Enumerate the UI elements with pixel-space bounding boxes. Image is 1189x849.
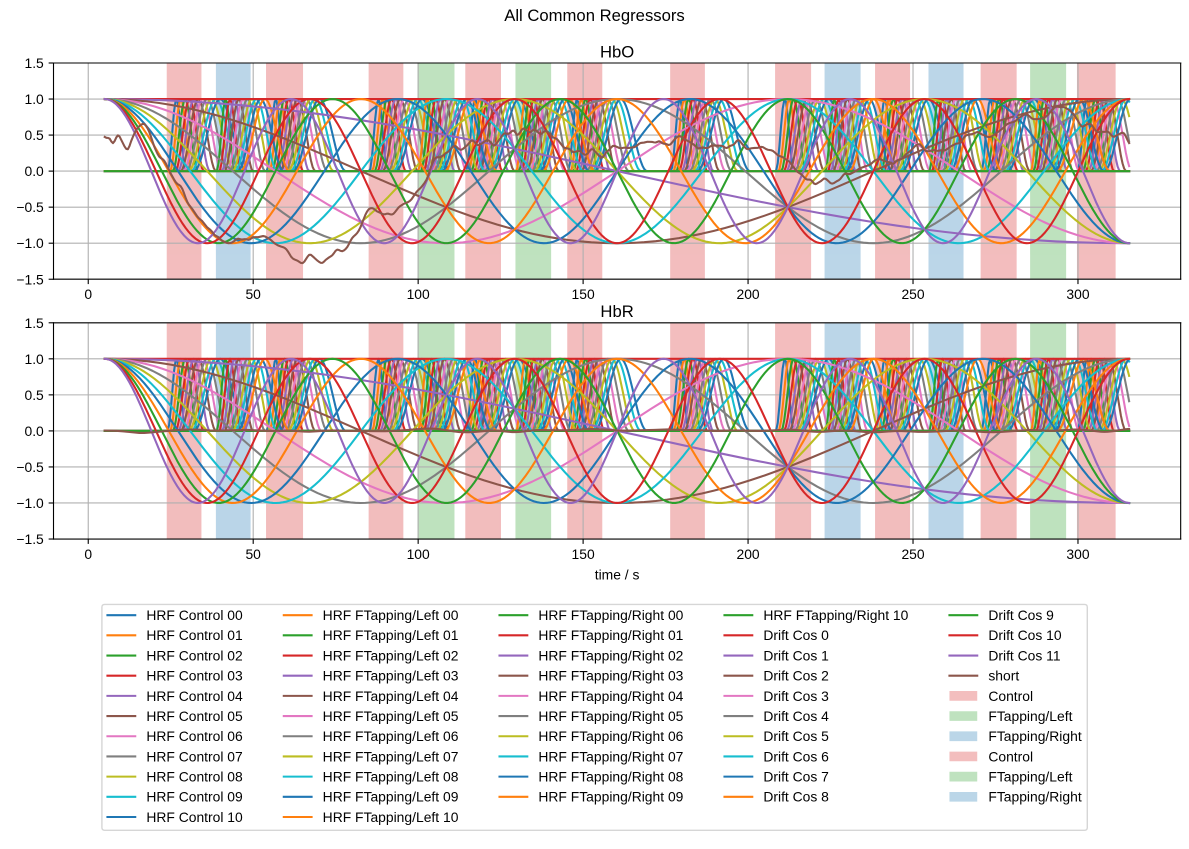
svg-text:HRF FTapping/Left 06: HRF FTapping/Left 06: [323, 728, 459, 744]
svg-text:Control: Control: [988, 688, 1033, 704]
svg-text:HRF FTapping/Left 07: HRF FTapping/Left 07: [323, 748, 459, 764]
svg-text:0.0: 0.0: [24, 163, 44, 179]
svg-text:Drift Cos 7: Drift Cos 7: [763, 768, 829, 784]
svg-text:HRF Control 04: HRF Control 04: [146, 688, 243, 704]
svg-text:HRF Control 01: HRF Control 01: [146, 627, 243, 643]
svg-text:FTapping/Right: FTapping/Right: [988, 789, 1081, 805]
svg-text:HRF Control 09: HRF Control 09: [146, 789, 243, 805]
svg-text:50: 50: [245, 546, 261, 562]
svg-text:50: 50: [245, 286, 261, 302]
svg-text:−1.5: −1.5: [16, 531, 44, 547]
svg-text:−0.5: −0.5: [16, 199, 44, 215]
svg-text:HRF FTapping/Right 04: HRF FTapping/Right 04: [538, 688, 683, 704]
svg-text:HRF Control 03: HRF Control 03: [146, 668, 243, 684]
svg-text:HRF Control 07: HRF Control 07: [146, 748, 243, 764]
svg-text:HRF Control 02: HRF Control 02: [146, 647, 243, 663]
svg-text:FTapping/Left: FTapping/Left: [988, 768, 1072, 784]
svg-text:HRF FTapping/Right 06: HRF FTapping/Right 06: [538, 728, 683, 744]
svg-text:−1.0: −1.0: [16, 495, 44, 511]
svg-text:300: 300: [1066, 546, 1089, 562]
svg-text:Drift Cos 4: Drift Cos 4: [763, 708, 829, 724]
svg-text:HRF FTapping/Left 04: HRF FTapping/Left 04: [323, 688, 459, 704]
svg-text:HRF FTapping/Right 09: HRF FTapping/Right 09: [538, 789, 683, 805]
svg-text:HRF Control 00: HRF Control 00: [146, 607, 243, 623]
svg-text:HRF FTapping/Right 00: HRF FTapping/Right 00: [538, 607, 683, 623]
svg-text:1.0: 1.0: [24, 351, 44, 367]
svg-text:HbO: HbO: [600, 42, 634, 61]
svg-text:−1.0: −1.0: [16, 235, 44, 251]
svg-text:0.5: 0.5: [24, 387, 44, 403]
svg-text:1.5: 1.5: [24, 55, 44, 71]
svg-text:HRF FTapping/Right 03: HRF FTapping/Right 03: [538, 668, 683, 684]
svg-text:Drift Cos 5: Drift Cos 5: [763, 728, 829, 744]
svg-text:HRF Control 06: HRF Control 06: [146, 728, 243, 744]
svg-text:300: 300: [1066, 286, 1089, 302]
svg-text:HRF FTapping/Right 07: HRF FTapping/Right 07: [538, 748, 683, 764]
svg-text:HRF FTapping/Right 01: HRF FTapping/Right 01: [538, 627, 683, 643]
svg-text:0.0: 0.0: [24, 423, 44, 439]
svg-text:HbR: HbR: [600, 302, 633, 321]
svg-text:100: 100: [407, 546, 430, 562]
svg-text:Drift Cos 11: Drift Cos 11: [988, 647, 1061, 663]
svg-text:−1.5: −1.5: [16, 271, 44, 287]
svg-text:Drift Cos 2: Drift Cos 2: [763, 668, 829, 684]
svg-text:short: short: [988, 668, 1019, 684]
svg-text:HRF FTapping/Left 10: HRF FTapping/Left 10: [323, 809, 459, 825]
svg-text:HRF FTapping/Right 08: HRF FTapping/Right 08: [538, 768, 683, 784]
svg-text:0: 0: [84, 546, 92, 562]
svg-text:All Common Regressors: All Common Regressors: [504, 6, 684, 25]
svg-text:FTapping/Left: FTapping/Left: [988, 708, 1072, 724]
svg-text:Drift Cos 6: Drift Cos 6: [763, 748, 829, 764]
svg-text:HRF Control 05: HRF Control 05: [146, 708, 243, 724]
svg-text:HRF FTapping/Right 05: HRF FTapping/Right 05: [538, 708, 683, 724]
svg-text:HRF FTapping/Left 09: HRF FTapping/Left 09: [323, 789, 459, 805]
svg-text:150: 150: [572, 286, 595, 302]
svg-text:Drift Cos 3: Drift Cos 3: [763, 688, 829, 704]
svg-text:Control: Control: [988, 748, 1033, 764]
svg-text:HRF FTapping/Left 01: HRF FTapping/Left 01: [323, 627, 459, 643]
svg-text:1.0: 1.0: [24, 91, 44, 107]
svg-text:250: 250: [901, 546, 924, 562]
svg-text:100: 100: [407, 286, 430, 302]
svg-text:HRF FTapping/Left 03: HRF FTapping/Left 03: [323, 668, 459, 684]
svg-text:HRF Control 08: HRF Control 08: [146, 768, 243, 784]
svg-text:−0.5: −0.5: [16, 459, 44, 475]
svg-text:time / s: time / s: [595, 566, 640, 582]
svg-text:250: 250: [901, 286, 924, 302]
svg-text:HRF FTapping/Right 02: HRF FTapping/Right 02: [538, 647, 683, 663]
svg-text:Drift Cos 10: Drift Cos 10: [988, 627, 1062, 643]
svg-text:Drift Cos 8: Drift Cos 8: [763, 789, 829, 805]
svg-text:Drift Cos 9: Drift Cos 9: [988, 607, 1054, 623]
svg-text:200: 200: [736, 286, 759, 302]
svg-text:Drift Cos 0: Drift Cos 0: [763, 627, 829, 643]
svg-text:FTapping/Right: FTapping/Right: [988, 728, 1081, 744]
svg-text:Drift Cos 1: Drift Cos 1: [763, 647, 829, 663]
svg-text:HRF FTapping/Left 08: HRF FTapping/Left 08: [323, 768, 459, 784]
svg-text:1.5: 1.5: [24, 315, 44, 331]
svg-text:HRF FTapping/Left 05: HRF FTapping/Left 05: [323, 708, 459, 724]
svg-text:0: 0: [84, 286, 92, 302]
svg-text:HRF Control 10: HRF Control 10: [146, 809, 243, 825]
svg-text:150: 150: [572, 546, 595, 562]
svg-text:HRF FTapping/Right 10: HRF FTapping/Right 10: [763, 607, 908, 623]
svg-text:200: 200: [736, 546, 759, 562]
svg-text:0.5: 0.5: [24, 127, 44, 143]
svg-text:HRF FTapping/Left 00: HRF FTapping/Left 00: [323, 607, 459, 623]
svg-text:HRF FTapping/Left 02: HRF FTapping/Left 02: [323, 647, 459, 663]
